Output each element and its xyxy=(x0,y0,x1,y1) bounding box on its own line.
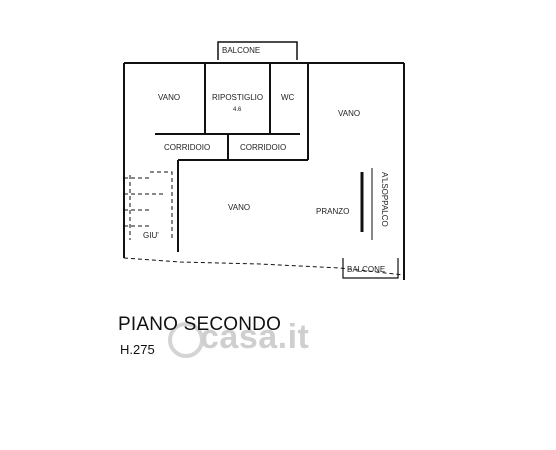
room-ripostiglio: RIPOSTIGLIO xyxy=(212,93,263,102)
room-ripostiglio-sub: 4.6 xyxy=(233,107,242,113)
room-vano-top-left: VANO xyxy=(158,93,180,102)
room-wc: WC xyxy=(281,93,295,102)
plan-title: PIANO SECONDO xyxy=(118,314,282,335)
room-giu: GIU' xyxy=(143,231,159,240)
balcone-bottom-label: BALCONE xyxy=(347,265,385,274)
height-label: H.275 xyxy=(120,342,155,357)
room-vano-right: VANO xyxy=(338,109,360,118)
room-vano-center: VANO xyxy=(228,203,250,212)
room-corridoio-left: CORRIDOIO xyxy=(164,143,210,152)
dashed-bottom-edge xyxy=(123,257,405,276)
room-corridoio-right: CORRIDOIO xyxy=(240,143,286,152)
balcone-top-label: BALCONE xyxy=(222,46,260,55)
room-pranzo: PRANZO xyxy=(316,207,349,216)
room-vertical-label: A'LSOPPALCO xyxy=(380,172,389,227)
balcone-top-outline xyxy=(217,41,298,60)
watermark: casa.it xyxy=(200,318,310,356)
watermark-logo-icon xyxy=(168,322,204,358)
stair-outline xyxy=(150,171,173,240)
